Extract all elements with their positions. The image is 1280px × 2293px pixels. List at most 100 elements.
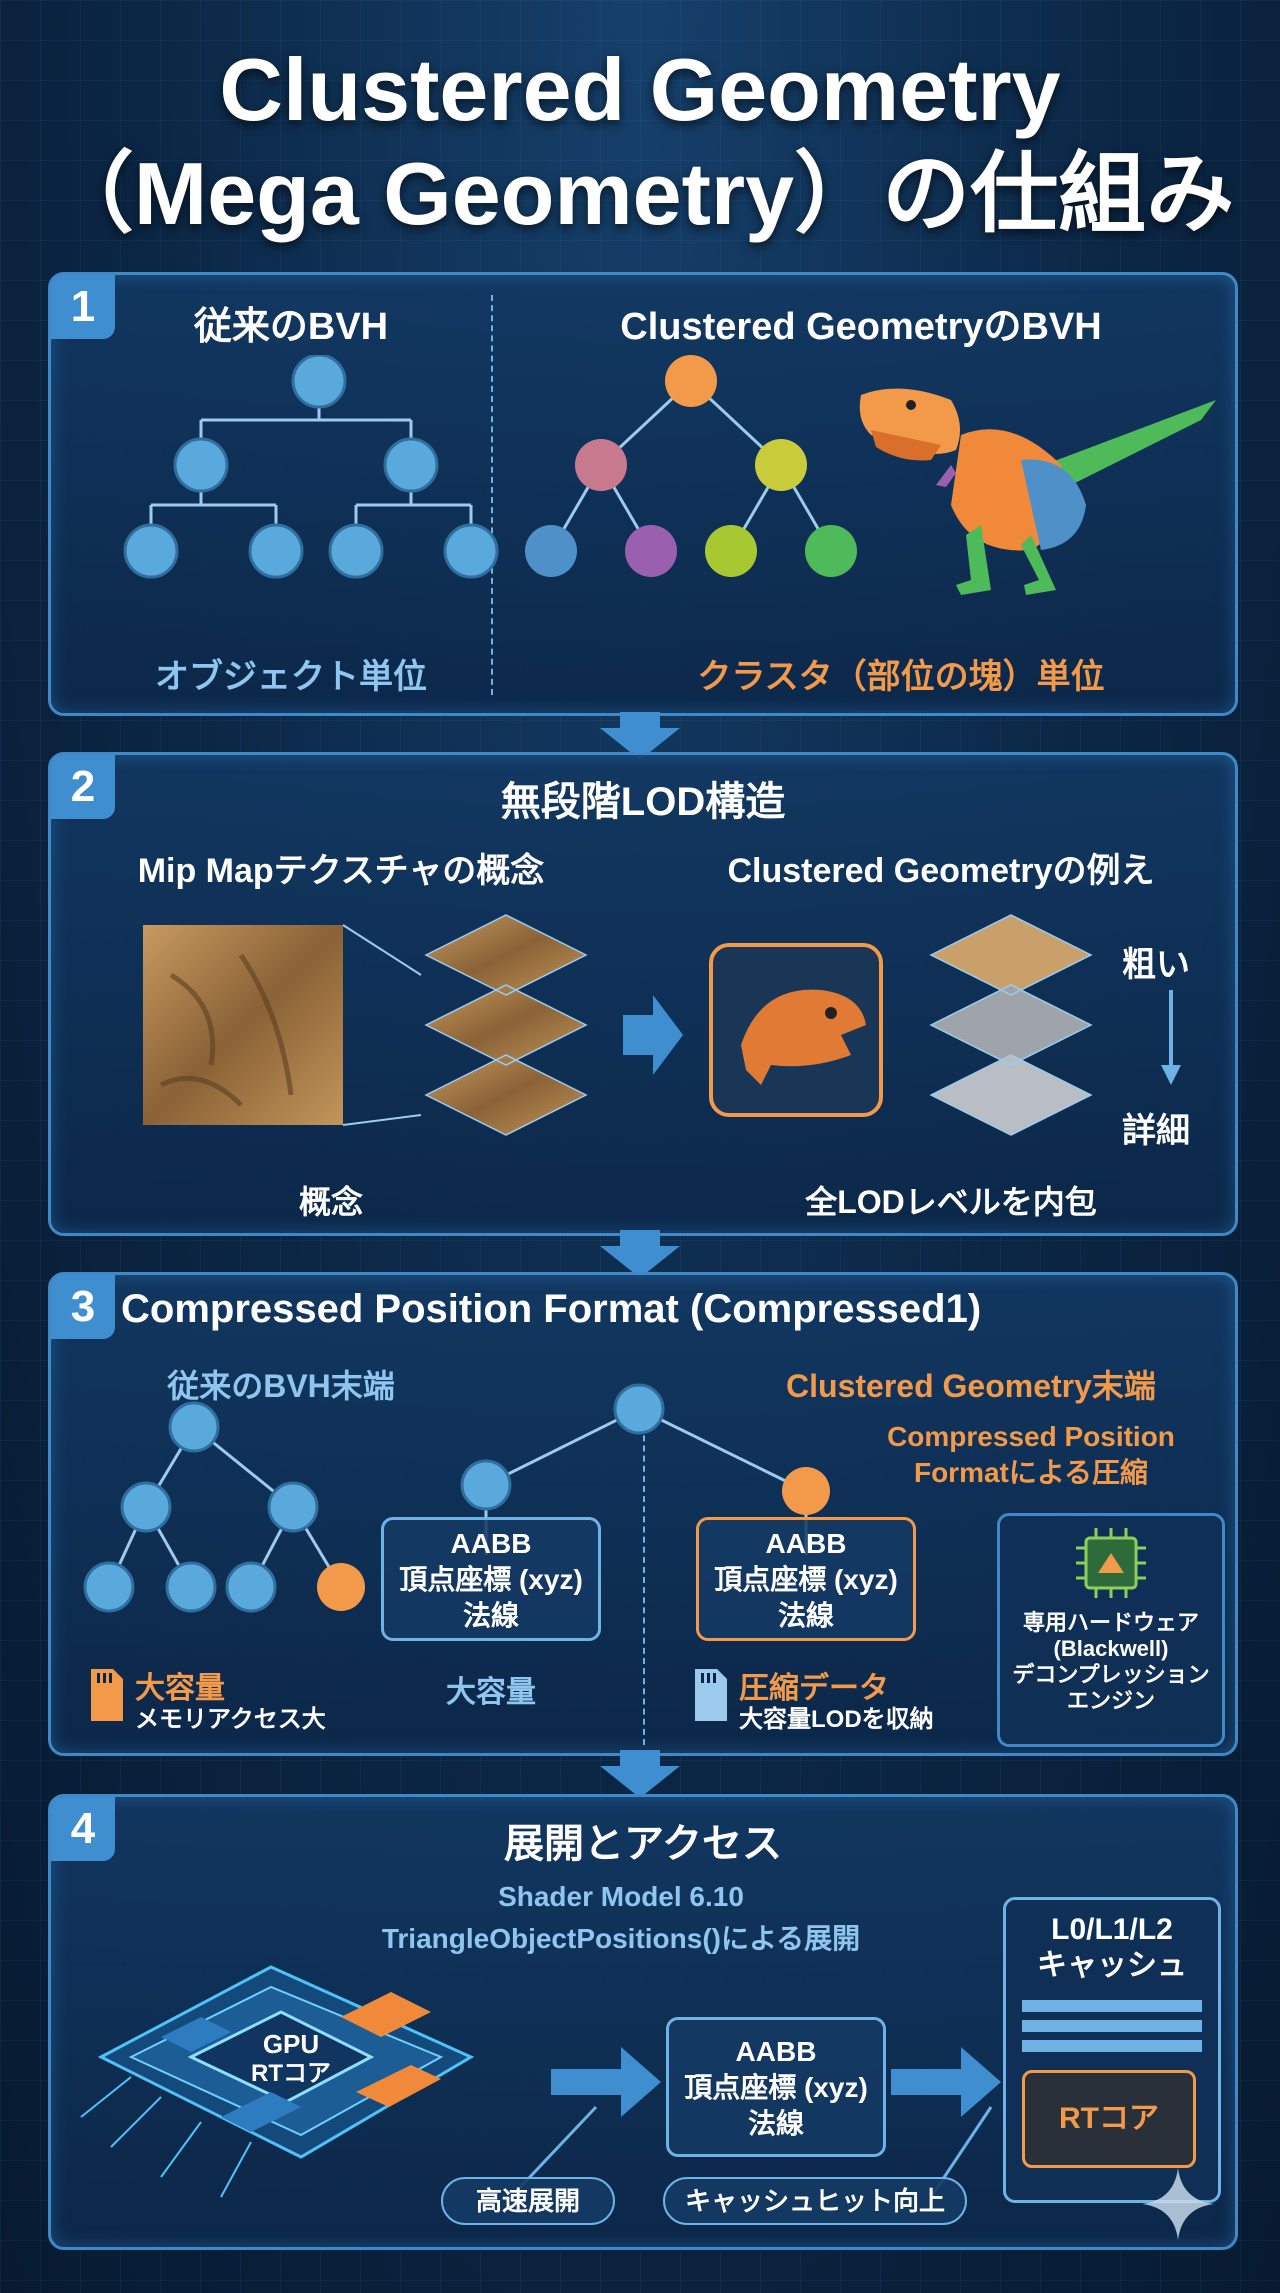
section-1-number: 1 <box>51 275 115 339</box>
right-memory-sub: 大容量LODを収納 <box>739 1706 934 1733</box>
right-arrow-icon <box>623 995 683 1075</box>
hardware-decompression-box: 専用ハードウェア (Blackwell) デコンプレッション エンジン <box>997 1513 1225 1747</box>
bvh-node <box>267 1481 319 1533</box>
bvh-node <box>123 523 179 579</box>
bvh-node <box>443 523 499 579</box>
bvh-leaf-node <box>317 1563 365 1611</box>
section-2-number: 2 <box>51 755 115 819</box>
section-4-heading: 展開とアクセス <box>504 1822 782 1866</box>
page-title-line2: （Mega Geometry）の仕組み <box>45 144 1235 243</box>
bvh-node <box>248 523 304 579</box>
section-1-divider <box>491 295 493 695</box>
section-4-number: 4 <box>51 1797 115 1861</box>
section-3-divider <box>643 1405 645 1745</box>
right-arrow-icon <box>891 2047 1001 2117</box>
section-1-right-heading: Clustered GeometryのBVH <box>620 306 1102 348</box>
section-2-left-caption: 概念 <box>298 1184 363 1220</box>
mip-level <box>426 985 586 1065</box>
right-memory-label: 圧縮データ <box>739 1672 889 1705</box>
bvh-node <box>173 437 229 493</box>
cluster-node <box>625 525 677 577</box>
bvh-node <box>460 1459 512 1511</box>
cluster-node <box>705 525 757 577</box>
compressed-card-icon <box>695 1669 727 1721</box>
section-3-right-heading: Clustered Geometry末端 <box>786 1368 1156 1404</box>
section-2-right-caption: 全LODレベルを内包 <box>805 1184 1097 1220</box>
cache-box: L0/L1/L2 キャッシュ RTコア <box>1003 1897 1221 2203</box>
normal-label: 法線 <box>462 1600 519 1631</box>
memory-card-icon <box>91 1669 123 1721</box>
mipmap-texture-illustration <box>143 914 588 1136</box>
dinosaur-illustration <box>859 388 1216 595</box>
cache-label-line1: L0/L1/L2 <box>1051 1913 1173 1946</box>
shader-model-line2: TriangleObjectPositions()による展開 <box>381 1923 861 1954</box>
left-memory-label: 大容量 <box>135 1672 225 1705</box>
section-1-left-heading: 従来のBVH <box>193 306 389 348</box>
left-memory-sub: メモリアクセス大 <box>135 1706 326 1733</box>
bvh-node <box>225 1561 277 1613</box>
traditional-bvh-tree <box>123 355 499 579</box>
lod-level <box>931 1055 1091 1135</box>
down-arrow-icon <box>600 1750 680 1798</box>
bvh-node <box>120 1481 172 1533</box>
down-arrow-icon <box>600 712 680 760</box>
gpu-chip-illustration <box>80 1965 475 2198</box>
section-1-right-caption: クラスタ（部位の塊）単位 <box>697 658 1105 696</box>
mip-level <box>426 915 586 995</box>
bvh-node <box>168 1401 220 1453</box>
section-3-heading: Compressed Position Format (Compressed1) <box>121 1287 982 1331</box>
bvh-node <box>291 355 347 409</box>
cluster-leaf-node <box>782 1467 830 1515</box>
section-1-panel: 1 従来のBVH Clustered GeometryのBVH <box>48 272 1238 716</box>
left-size-label: 大容量 <box>446 1676 536 1709</box>
vertex-label: 頂点座標 (xyz) <box>714 1564 898 1595</box>
clustered-bvh-tree <box>525 355 857 577</box>
coarse-label: 粗い <box>1122 946 1190 984</box>
aabb-label: AABB <box>765 1528 847 1559</box>
normal-label: 法線 <box>777 1600 834 1631</box>
section-3-left-heading: 従来のBVH末端 <box>167 1368 395 1404</box>
shader-model-line1: Shader Model 6.10 <box>498 1881 744 1912</box>
cache-label-line2: キャッシュ <box>1037 1949 1187 1982</box>
cache-line <box>1022 2000 1202 2012</box>
lod-level <box>931 915 1091 995</box>
normal-label: 法線 <box>747 2108 804 2139</box>
cache-line <box>1022 2040 1202 2052</box>
bvh-node <box>83 1561 135 1613</box>
rt-core-block: RTコア <box>1022 2070 1196 2168</box>
vertex-label: 頂点座標 (xyz) <box>684 2072 868 2103</box>
sparkle-icon <box>1142 2168 1214 2240</box>
section-4-panel: 4 展開とアクセス Shader Model 6.10 TriangleObje… <box>48 1794 1238 2250</box>
right-arrow-icon <box>551 2047 661 2117</box>
lod-layers-illustration <box>709 914 1181 1136</box>
section-2-left-heading: Mip Mapテクスチャの概念 <box>137 852 545 890</box>
section-2-heading: 無段階LOD構造 <box>500 780 786 824</box>
detail-label: 詳細 <box>1122 1112 1190 1150</box>
section-3-number: 3 <box>51 1275 115 1339</box>
lod-level <box>931 985 1091 1065</box>
page-title-line1: Clustered Geometry <box>219 40 1061 139</box>
bvh-node <box>328 523 384 579</box>
cluster-node <box>575 439 627 491</box>
section-3-panel: 3 Compressed Position Format (Compressed… <box>48 1272 1238 1756</box>
aabb-label: AABB <box>450 1528 532 1559</box>
cluster-node <box>755 439 807 491</box>
section-3-trees <box>83 1383 830 1613</box>
cache-line <box>1022 2020 1202 2032</box>
bvh-node <box>165 1561 217 1613</box>
section-2-right-heading: Clustered Geometryの例え <box>727 852 1155 890</box>
vertex-label: 頂点座標 (xyz) <box>399 1564 583 1595</box>
cluster-node <box>805 525 857 577</box>
aabb-label: AABB <box>735 2036 817 2067</box>
rt-core-chip-label: RTコア <box>251 2060 331 2087</box>
gpu-label: GPU <box>262 2029 320 2059</box>
cluster-node <box>665 355 717 407</box>
bvh-node <box>613 1383 665 1435</box>
cluster-node <box>525 525 577 577</box>
section-1-left-caption: オブジェクト単位 <box>155 658 427 696</box>
fast-expand-pill: 高速展開 <box>441 2177 615 2225</box>
expanded-data-box: AABB 頂点座標 (xyz) 法線 <box>666 2017 886 2157</box>
chip-icon <box>1076 1528 1146 1598</box>
compress-note-line1: Compressed Position <box>887 1421 1175 1452</box>
section-2-panel: 2 無段階LOD構造 Mip Mapテクスチャの概念 Clustered Geo… <box>48 752 1238 1236</box>
